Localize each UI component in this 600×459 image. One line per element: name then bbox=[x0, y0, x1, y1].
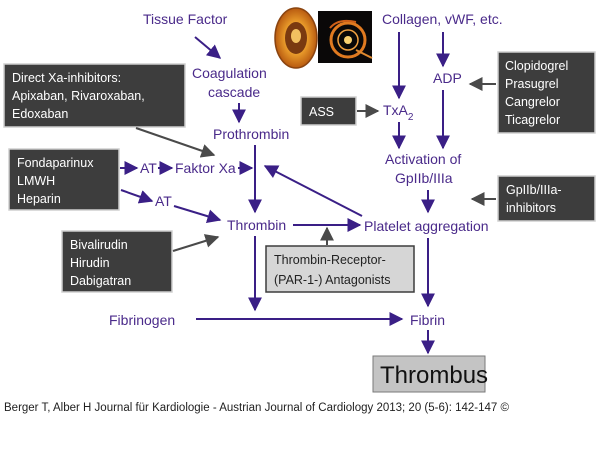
svg-text:Ticagrelor: Ticagrelor bbox=[505, 113, 560, 127]
gpiib-iiia-inhibitors-box: GpIIb/IIIa- inhibitors bbox=[497, 175, 596, 222]
fibrin-label: Fibrin bbox=[410, 312, 445, 328]
platelet-aggregation-label: Platelet aggregation bbox=[364, 218, 489, 234]
svg-text:GpIIb/IIIa-: GpIIb/IIIa- bbox=[506, 183, 562, 197]
p2y12-inhibitors-box: Clopidogrel Prasugrel Cangrelor Ticagrel… bbox=[497, 51, 596, 134]
svg-text:inhibitors: inhibitors bbox=[506, 201, 556, 215]
direct-thrombin-inhibitors-box: Bivalirudin Hirudin Dabigatran bbox=[61, 230, 173, 293]
svg-text:Hirudin: Hirudin bbox=[70, 256, 110, 270]
arrow-platelet-to-prothrombin bbox=[263, 165, 363, 217]
activation-label: Activation of bbox=[385, 151, 461, 167]
coagulation-label: Coagulation bbox=[192, 65, 267, 81]
svg-text:Cangrelor: Cangrelor bbox=[505, 95, 560, 109]
svg-text:Edoxaban: Edoxaban bbox=[12, 107, 68, 121]
svg-text:Bivalirudin: Bivalirudin bbox=[70, 238, 128, 252]
arrow-tissue-factor-to-cascade bbox=[194, 36, 222, 59]
svg-text:Clopidogrel: Clopidogrel bbox=[505, 59, 568, 73]
svg-text:Direct Xa-inhibitors:: Direct Xa-inhibitors: bbox=[12, 71, 121, 85]
svg-text:ASS: ASS bbox=[309, 105, 334, 119]
svg-text:LMWH: LMWH bbox=[17, 174, 55, 188]
arrow-heparins-to-at2 bbox=[120, 189, 154, 204]
faktor-xa-label: Faktor Xa bbox=[175, 160, 236, 176]
svg-text:Apixaban, Rivaroxaban,: Apixaban, Rivaroxaban, bbox=[12, 89, 145, 103]
svg-text:Prasugrel: Prasugrel bbox=[505, 77, 559, 91]
svg-text:Dabigatran: Dabigatran bbox=[70, 274, 131, 288]
gpiib-iiia-label: GpIIb/IIIa bbox=[395, 170, 453, 186]
thrombus-box: Thrombus bbox=[372, 355, 488, 393]
ass-box: ASS bbox=[300, 96, 357, 126]
par1-antagonists-box: Thrombin-Receptor- (PAR-1-) Antagonists bbox=[265, 245, 415, 293]
svg-text:Thrombin-Receptor-: Thrombin-Receptor- bbox=[274, 253, 386, 267]
adp-label: ADP bbox=[433, 70, 462, 86]
arrow-dti-to-thrombin bbox=[172, 234, 220, 252]
at-label-2: AT bbox=[155, 193, 172, 209]
arrow-at2-to-thrombin bbox=[173, 205, 222, 224]
tissue-factor-label: Tissue Factor bbox=[143, 11, 228, 27]
txa2-label: TxA2 bbox=[383, 102, 414, 123]
collagen-label: Collagen, vWF, etc. bbox=[382, 11, 503, 27]
svg-text:(PAR-1-) Antagonists: (PAR-1-) Antagonists bbox=[274, 273, 390, 287]
at-label-1: AT bbox=[140, 160, 157, 176]
thrombin-label: Thrombin bbox=[227, 217, 286, 233]
svg-text:Thrombus: Thrombus bbox=[380, 362, 488, 389]
direct-xa-inhibitors-box: Direct Xa-inhibitors: Apixaban, Rivaroxa… bbox=[3, 63, 186, 128]
prothrombin-label: Prothrombin bbox=[213, 126, 289, 142]
cascade-label: cascade bbox=[208, 84, 260, 100]
oct-image bbox=[318, 11, 373, 63]
svg-text:Fondaparinux: Fondaparinux bbox=[17, 156, 94, 170]
heparins-box: Fondaparinux LMWH Heparin bbox=[8, 148, 120, 211]
svg-text:Heparin: Heparin bbox=[17, 192, 61, 206]
citation: Berger T, Alber H Journal für Kardiologi… bbox=[4, 402, 509, 414]
arrow-xa-inhibitors-to-faktor-xa bbox=[135, 127, 216, 158]
fibrinogen-label: Fibrinogen bbox=[109, 312, 175, 328]
vessel-cross-section-image bbox=[274, 7, 318, 69]
